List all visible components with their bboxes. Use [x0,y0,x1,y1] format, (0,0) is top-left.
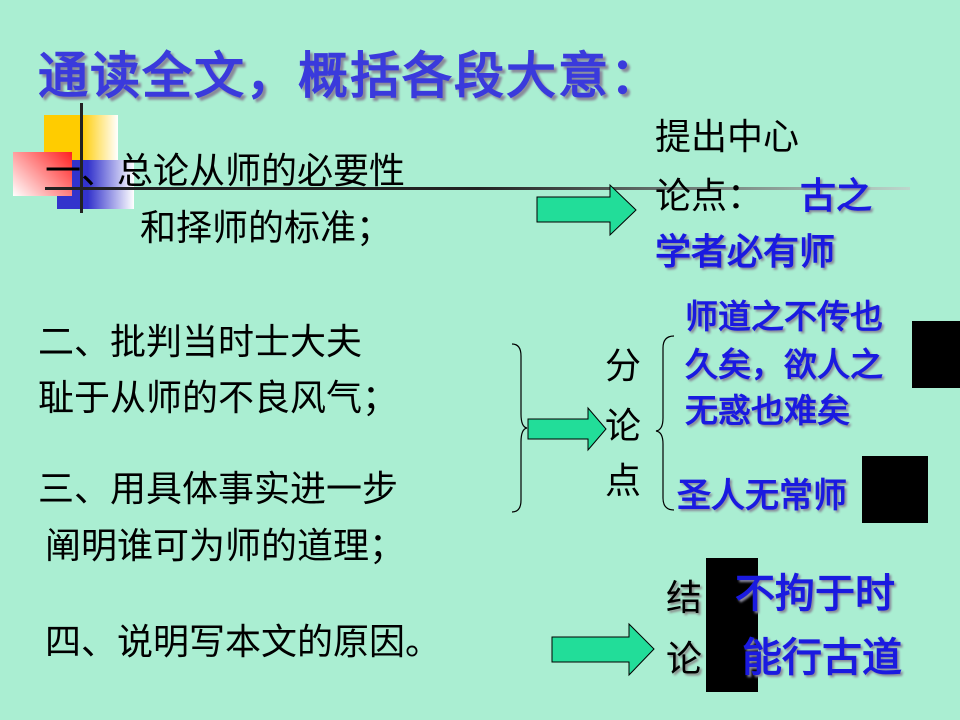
sub-point-1-line-1: 师道之不传也 [685,297,883,336]
conclusion-label-2: 论 [666,639,703,680]
sub-points-label-1: 分 [605,346,642,387]
central-point-label-2: 论点： [655,176,764,217]
sub-points-label-3: 点 [605,461,642,502]
arrow-right-icon [536,183,637,237]
decor-vertical-line [80,103,83,213]
sub-point-2: 圣人无常师 [677,476,847,516]
arrow-right-icon [527,406,607,452]
central-point-quote-1: 古之 [800,176,873,217]
slide-title: 通读全文，概括各段大意： [38,47,662,105]
redaction-box [862,456,928,523]
section-4-line-1: 四、说明写本文的原因。 [45,622,442,663]
conclusion-line-1: 不拘于时 [735,571,895,617]
redaction-box [912,321,960,388]
sub-point-1-line-2: 久矣，欲人之 [685,345,883,384]
section-1-line-2: 和择师的标准； [140,208,393,249]
conclusion-line-2: 能行古道 [742,635,902,681]
section-2-line-2: 耻于从师的不良风气； [38,378,399,419]
redaction-box [706,558,758,692]
arrow-right-icon [551,622,655,677]
conclusion-label-1: 结 [666,578,703,619]
section-2-line-1: 二、批判当时士大夫 [38,322,363,363]
brace-sub-points [655,335,675,511]
decor-horizontal-line [45,187,910,190]
section-1-line-1: 一、总论从师的必要性 [45,151,406,192]
central-point-label-1: 提出中心 [655,117,800,158]
sub-points-label-2: 论 [605,406,642,447]
brace-left-group [511,343,528,513]
section-3-line-1: 三、用具体事实进一步 [38,469,399,510]
sub-point-1-line-3: 无惑也难矣 [685,391,850,430]
section-3-line-2: 阐明谁可为师的道理； [45,526,406,567]
central-point-quote-2: 学者必有师 [655,232,836,273]
